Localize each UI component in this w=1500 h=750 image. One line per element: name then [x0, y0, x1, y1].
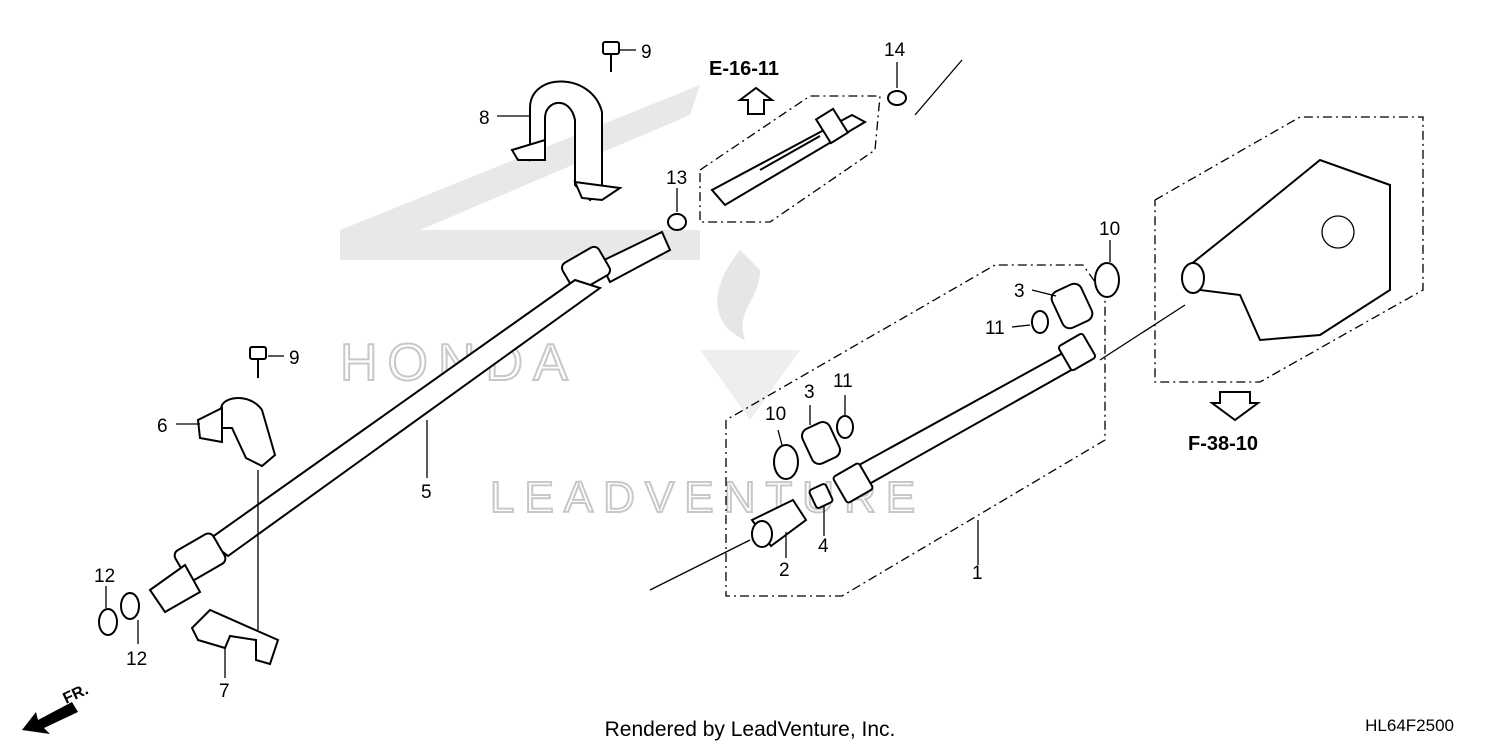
callout-7: 7 — [219, 681, 230, 702]
bolt-lower — [249, 346, 267, 378]
o-ring-12b — [120, 592, 140, 620]
render-credit: Rendered by LeadVenture, Inc. — [604, 718, 896, 741]
callout-10a: 10 — [1099, 219, 1120, 240]
final-drive-box — [1154, 116, 1424, 383]
propeller-shaft — [148, 230, 672, 614]
needle-bearing — [808, 483, 834, 509]
front-label: FR. — [61, 681, 92, 707]
o-ring-10-upper — [1094, 262, 1120, 298]
callout-14: 14 — [884, 40, 906, 61]
reference-right[interactable]: F-38-10 — [1188, 433, 1258, 455]
honda-watermark: HONDA — [339, 85, 700, 393]
boot-3-lower — [801, 421, 841, 465]
rear-driveshaft-box — [725, 264, 1106, 597]
callout-10b: 10 — [765, 404, 786, 425]
bracket-upper — [510, 80, 623, 202]
callout-8: 8 — [479, 108, 490, 129]
callout-1: 1 — [972, 563, 983, 584]
o-ring-10-lower — [773, 444, 799, 480]
callout-11a: 11 — [985, 318, 1005, 339]
boot-3-upper — [1050, 282, 1094, 330]
callout-3a: 3 — [1014, 281, 1025, 302]
callout-11b: 11 — [833, 371, 853, 392]
o-ring-12a — [98, 608, 118, 636]
callout-9b: 9 — [289, 348, 300, 369]
bolt-upper — [602, 41, 620, 72]
reference-upper[interactable]: E-16-11 — [709, 58, 779, 80]
diagram-code: HL64F2500 — [1365, 716, 1454, 735]
callout-13: 13 — [666, 168, 687, 189]
callout-9a: 9 — [641, 42, 652, 63]
callout-6: 6 — [157, 416, 168, 437]
bracket-lower — [196, 397, 277, 468]
o-ring-13 — [667, 213, 687, 231]
o-ring-14 — [887, 90, 907, 106]
callout-4: 4 — [818, 536, 829, 557]
callout-12a: 12 — [94, 566, 115, 587]
lower-guard — [190, 608, 280, 666]
reference-up-arrow — [737, 86, 775, 115]
callout-5: 5 — [421, 482, 432, 503]
callout-2: 2 — [779, 560, 790, 581]
reference-down-arrow — [1208, 391, 1262, 422]
o-ring-11-lower — [836, 415, 854, 439]
callout-12b: 12 — [126, 649, 147, 670]
o-ring-11-upper — [1031, 310, 1049, 334]
callout-3b: 3 — [804, 382, 815, 403]
coupling-sleeve — [750, 498, 808, 548]
transmission-output-shaft-box — [699, 95, 881, 223]
